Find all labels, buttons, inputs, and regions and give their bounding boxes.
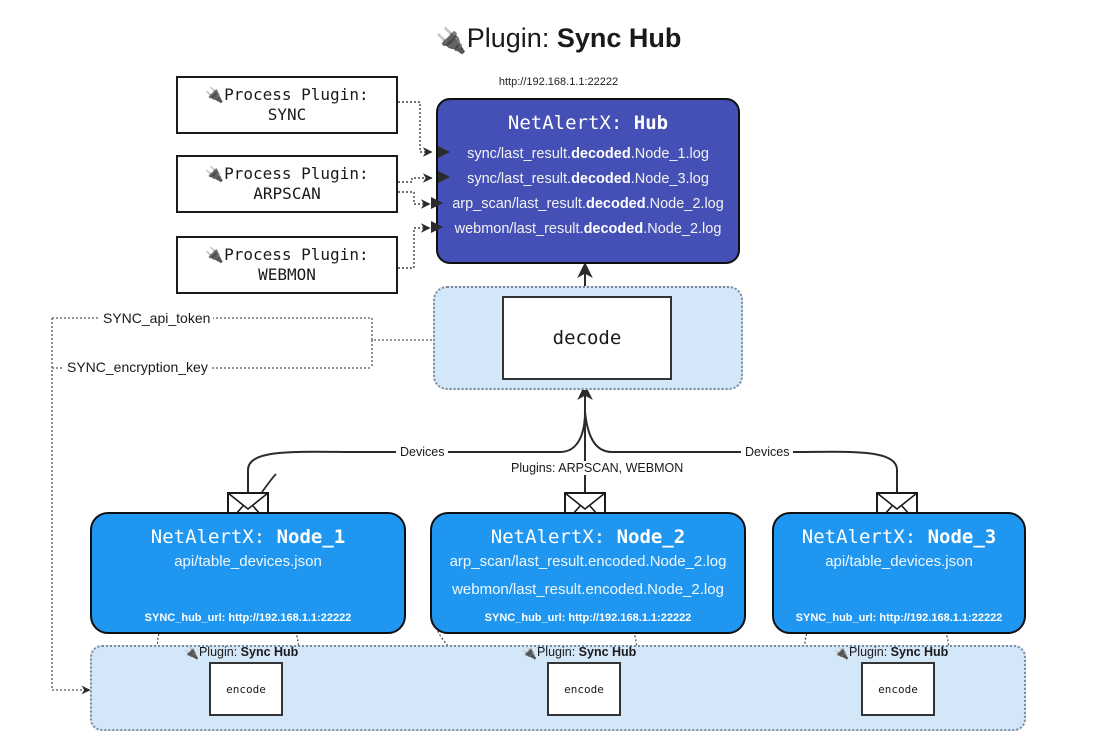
page-title-prefix: Plugin:	[466, 23, 557, 53]
edge-label-devices-left: Devices	[396, 445, 449, 459]
node-file-row: api/table_devices.json	[174, 553, 322, 570]
encode-box-2[interactable]: encode	[547, 662, 621, 716]
plug-icon: 🔌	[522, 646, 537, 660]
node-3[interactable]: NetAlertX: Node_3 api/table_devices.json…	[772, 512, 1026, 634]
process-plugin-name: ARPSCAN	[253, 184, 321, 203]
node-1[interactable]: NetAlertX: Node_1 api/table_devices.json…	[90, 512, 406, 634]
hub-file-row: arp_scan/last_result.decoded.Node_2.log	[452, 196, 724, 212]
plug-icon: 🔌	[435, 27, 467, 55]
hub-name: Hub	[633, 112, 669, 134]
node-title: NetAlertX: Node_1	[150, 526, 346, 548]
hub-node[interactable]: NetAlertX: Hub sync/last_result.decoded.…	[436, 98, 740, 264]
edge-label-devices-right: Devices	[741, 445, 794, 459]
hub-file-row: sync/last_result.decoded.Node_3.log	[467, 171, 709, 187]
node-hub-url: SYNC_hub_url: http://192.168.1.1:22222	[795, 612, 1003, 624]
encode-box-3[interactable]: encode	[861, 662, 935, 716]
hub-file-row: sync/last_result.decoded.Node_1.log	[467, 146, 709, 162]
node-file-row: arp_scan/last_result.encoded.Node_2.log	[449, 553, 727, 570]
plug-icon: 🔌	[205, 86, 225, 104]
page-title-name: Sync Hub	[556, 23, 682, 53]
hub-file-list: sync/last_result.decoded.Node_1.log sync…	[438, 142, 738, 242]
sync-api-token-label: SYNC_api_token	[100, 310, 214, 326]
edge-label-plugins-center: Plugins: ARPSCAN, WEBMON	[507, 461, 688, 475]
encoder-plugin-label-1: 🔌Plugin: Sync Hub	[184, 645, 299, 660]
node-hub-url: SYNC_hub_url: http://192.168.1.1:22222	[144, 612, 352, 624]
hub-url-label: http://192.168.1.1:22222	[498, 76, 619, 88]
plug-icon: 🔌	[184, 646, 199, 660]
node-file-row: api/table_devices.json	[825, 553, 973, 570]
sync-encryption-key-label: SYNC_encryption_key	[64, 359, 211, 375]
process-plugin-label: Process Plugin:	[224, 85, 369, 104]
process-plugin-label: Process Plugin:	[224, 245, 369, 264]
decode-box[interactable]: decode	[502, 296, 672, 380]
hub-app: NetAlertX:	[507, 112, 634, 134]
process-plugin-arpscan[interactable]: 🔌Process Plugin: ARPSCAN	[176, 155, 398, 213]
node-file-row: webmon/last_result.encoded.Node_2.log	[452, 581, 724, 598]
node-2[interactable]: NetAlertX: Node_2 arp_scan/last_result.e…	[430, 512, 746, 634]
node-title: NetAlertX: Node_3	[801, 526, 997, 548]
plug-icon: 🔌	[205, 165, 225, 183]
encode-box-1[interactable]: encode	[209, 662, 283, 716]
process-plugin-sync[interactable]: 🔌Process Plugin: SYNC	[176, 76, 398, 134]
encoder-plugin-label-2: 🔌Plugin: Sync Hub	[522, 645, 637, 660]
plug-icon: 🔌	[205, 246, 225, 264]
process-plugin-name: WEBMON	[258, 265, 316, 284]
process-plugin-name: SYNC	[267, 105, 307, 124]
hub-file-row: webmon/last_result.decoded.Node_2.log	[454, 221, 722, 237]
process-plugin-label: Process Plugin:	[224, 164, 369, 183]
process-plugin-webmon[interactable]: 🔌Process Plugin: WEBMON	[176, 236, 398, 294]
encoder-plugin-label-3: 🔌Plugin: Sync Hub	[834, 645, 949, 660]
node-title: NetAlertX: Node_2	[490, 526, 686, 548]
node-hub-url: SYNC_hub_url: http://192.168.1.1:22222	[484, 612, 692, 624]
page-title: 🔌Plugin: Sync Hub	[0, 16, 1117, 63]
hub-title: NetAlertX: Hub	[438, 112, 738, 134]
plug-icon: 🔌	[834, 646, 849, 660]
